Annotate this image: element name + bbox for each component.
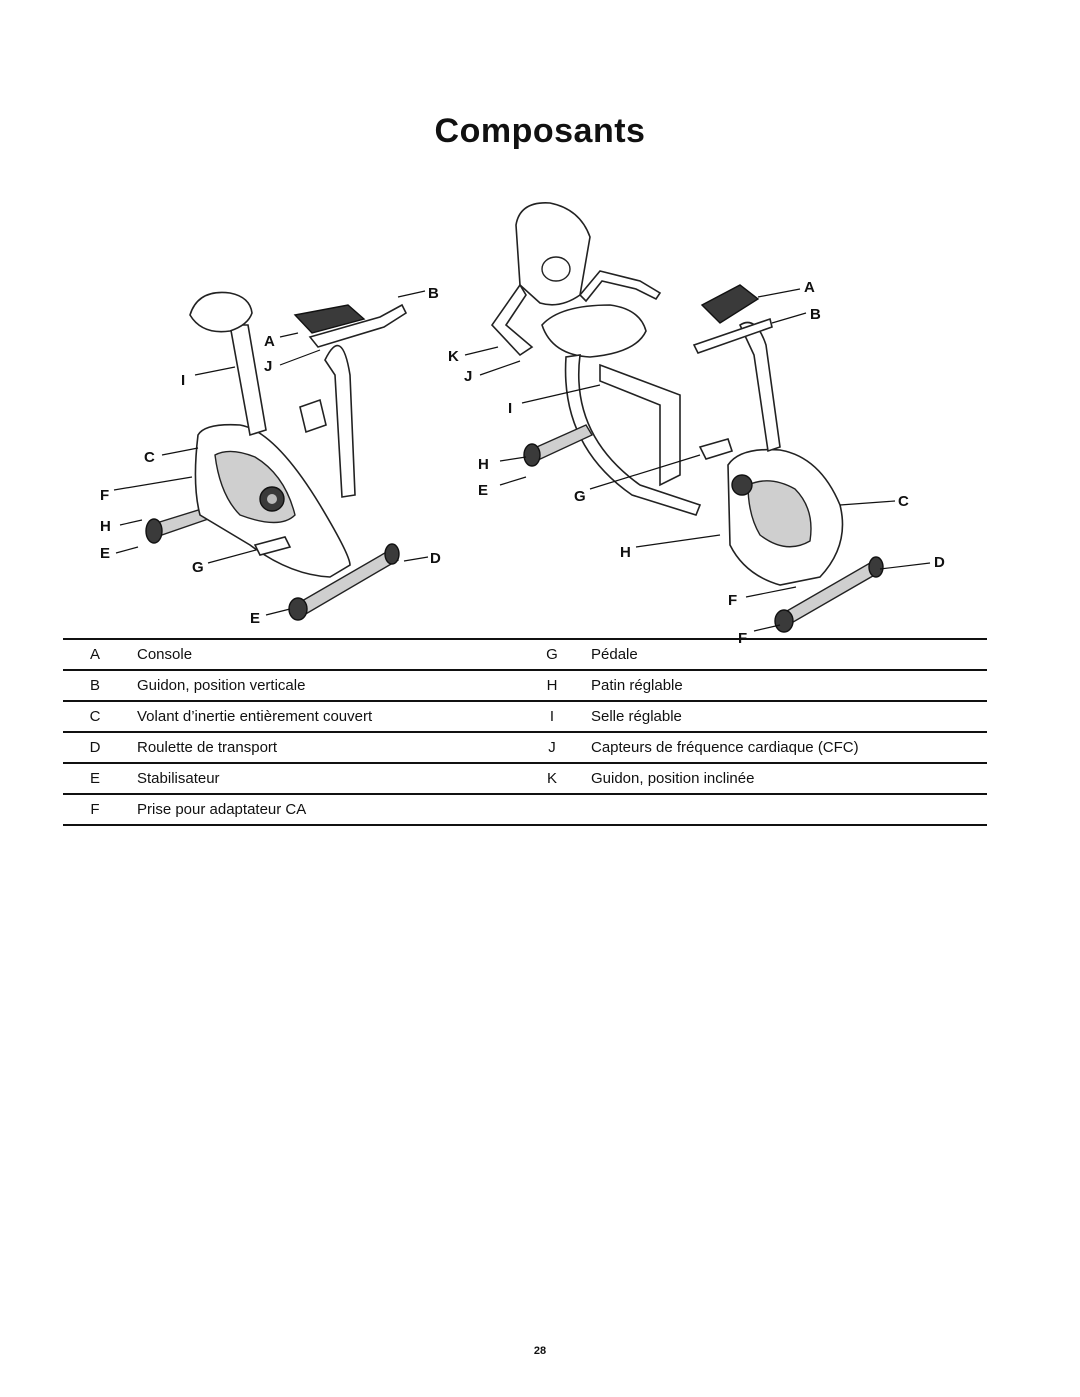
component-label: Console <box>137 646 193 663</box>
callout-recumbent-G: G <box>574 488 586 505</box>
component-label: Volant d’inertie entièrement couvert <box>137 708 373 725</box>
callout-recumbent-B: B <box>810 306 821 323</box>
bikes-diagram: B A J I C F H E G D E <box>100 202 945 645</box>
table-row: C Volant d’inertie entièrement couvert I… <box>63 702 987 733</box>
recumbent-bike-drawing <box>490 202 884 633</box>
component-key: E <box>89 770 100 787</box>
upright-bike-drawing <box>145 291 408 621</box>
callout-recumbent-H-2: H <box>620 544 631 561</box>
callout-upright-G: G <box>192 559 204 576</box>
component-label: Prise pour adaptateur CA <box>137 801 307 818</box>
component-key: D <box>89 739 101 756</box>
component-label: Capteurs de fréquence cardiaque (CFC) <box>591 739 859 756</box>
component-label: Patin réglable <box>591 677 683 694</box>
exercise-bikes-illustration: B A J I C F H E G D E <box>80 185 980 645</box>
component-key: B <box>89 677 100 694</box>
component-key: C <box>89 708 101 725</box>
component-label: Stabilisateur <box>137 770 220 787</box>
callout-upright-H: H <box>100 518 111 535</box>
callout-recumbent-A: A <box>804 279 815 296</box>
callout-recumbent-C: C <box>898 493 909 510</box>
callout-recumbent-E: E <box>478 482 488 499</box>
callout-upright-D: D <box>430 550 441 567</box>
callout-recumbent-K: K <box>448 348 459 365</box>
callout-upright-I: I <box>181 372 185 389</box>
callout-recumbent-F-2: F <box>738 630 747 645</box>
callout-upright-B: B <box>428 285 439 302</box>
callout-recumbent-D: D <box>934 554 945 571</box>
table-row: F Prise pour adaptateur CA <box>63 795 987 826</box>
component-key: I <box>549 708 555 725</box>
callout-upright-E: E <box>100 545 110 562</box>
callout-upright-A: A <box>264 333 275 350</box>
component-label: Guidon, position inclinée <box>591 770 755 787</box>
table-row: B Guidon, position verticale H Patin rég… <box>63 671 987 702</box>
component-key: F <box>90 801 100 818</box>
table-row: A Console G Pédale <box>63 640 987 671</box>
component-key: J <box>548 739 556 756</box>
callout-upright-J: J <box>264 358 272 375</box>
component-key: A <box>89 646 100 663</box>
component-key: G <box>546 646 558 663</box>
components-table: A Console G Pédale B Guidon, position ve… <box>63 638 987 826</box>
callout-recumbent-H: H <box>478 456 489 473</box>
page-title: Composants <box>434 112 646 150</box>
component-label: Roulette de transport <box>137 739 278 756</box>
page-number: 28 <box>533 1345 547 1357</box>
component-key: K <box>546 770 557 787</box>
component-label: Pédale <box>591 646 638 663</box>
callout-recumbent-F: F <box>728 592 737 609</box>
table-row: D Roulette de transport J Capteurs de fr… <box>63 733 987 764</box>
callout-recumbent-J: J <box>464 368 472 385</box>
callout-upright-C: C <box>144 449 155 466</box>
component-label: Guidon, position verticale <box>137 677 306 694</box>
component-label: Selle réglable <box>591 708 682 725</box>
callout-upright-F: F <box>100 487 109 504</box>
callout-recumbent-I: I <box>508 400 512 417</box>
component-key: H <box>546 677 558 694</box>
table-row: E Stabilisateur K Guidon, position incli… <box>63 764 987 795</box>
callout-upright-E-2: E <box>250 610 260 627</box>
